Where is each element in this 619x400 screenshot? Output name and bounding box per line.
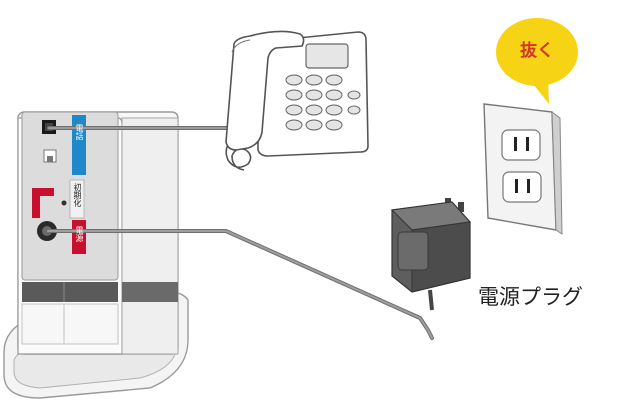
cables <box>46 126 434 340</box>
router-unit <box>3 111 189 399</box>
init-button-label: 初期化 <box>73 183 82 207</box>
power-port-label: 電源 <box>75 226 84 242</box>
telephone <box>225 30 369 171</box>
phone-display <box>305 43 349 69</box>
init-button-hole <box>61 200 67 206</box>
power-port-tag <box>72 220 86 254</box>
callout-bubble <box>496 18 578 104</box>
phone-keypad <box>285 74 361 131</box>
callout-text: 抜く <box>520 41 554 61</box>
plug-label: 電源プラグ <box>478 285 583 309</box>
outlet-socket-upper <box>501 129 541 161</box>
outlet-socket-lower <box>502 171 542 203</box>
phone-coiled-cord <box>225 135 252 171</box>
wall-outlet <box>483 103 563 235</box>
phone-port-label: 電話 <box>75 124 84 140</box>
ac-adapter <box>390 198 472 311</box>
handset <box>225 30 305 151</box>
